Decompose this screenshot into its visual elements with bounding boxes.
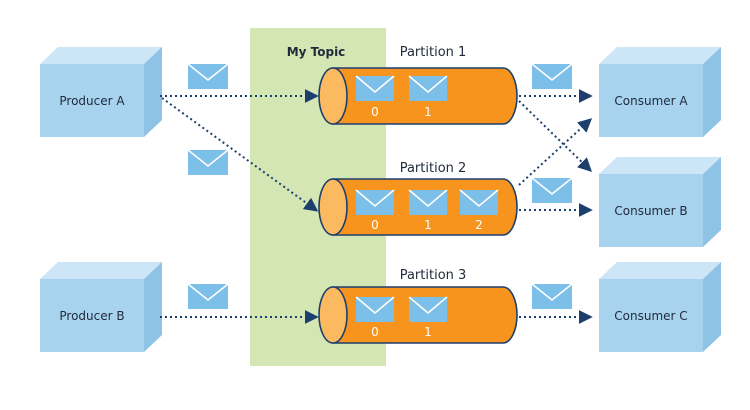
flow-arrow-partition-1-to-consumer-b (518, 100, 593, 172)
consumer-b-label: Consumer B (614, 204, 687, 218)
producer-a-label: Producer A (59, 94, 125, 108)
consumer-b-node: Consumer B (599, 157, 721, 247)
partition-1-label: Partition 1 (400, 45, 467, 60)
flow-arrow-partition-2-to-consumer-a (518, 118, 593, 186)
partition-2-offset: 2 (475, 218, 483, 232)
partition-1-offset: 0 (371, 105, 379, 119)
envelope-icon (187, 149, 229, 175)
partition-2-message: 2 (459, 189, 499, 232)
partition-2-offset: 1 (424, 218, 432, 232)
partition-3-label: Partition 3 (400, 268, 467, 283)
envelope-icon (187, 283, 229, 309)
partition-1-message: 1 (408, 75, 448, 119)
partition-2-message: 0 (355, 189, 395, 232)
envelope-icon (531, 177, 573, 203)
partition-3-message: 0 (355, 296, 395, 339)
partition-2-offset: 0 (371, 218, 379, 232)
envelope-icon (531, 283, 573, 309)
envelope-icon (531, 63, 573, 89)
partition-3-message: 1 (408, 296, 448, 339)
partition-1-offset: 1 (424, 105, 432, 119)
producer-a-node: Producer A (40, 47, 162, 137)
consumer-c-node: Consumer C (599, 262, 721, 352)
partition-3-offset: 1 (424, 325, 432, 339)
consumer-c-label: Consumer C (614, 309, 687, 323)
topic-label: My Topic (287, 45, 346, 59)
partition-2-message: 1 (408, 189, 448, 232)
envelope-icon (187, 63, 229, 89)
consumer-a-label: Consumer A (614, 94, 688, 108)
consumer-a-node: Consumer A (599, 47, 721, 137)
partition-3-offset: 0 (371, 325, 379, 339)
flow-arrow-producer-a-to-partition-2 (161, 97, 319, 212)
partition-1-message: 0 (355, 75, 395, 119)
producer-b-label: Producer B (59, 309, 124, 323)
partition-2-label: Partition 2 (400, 161, 467, 176)
producer-b-node: Producer B (40, 262, 162, 352)
